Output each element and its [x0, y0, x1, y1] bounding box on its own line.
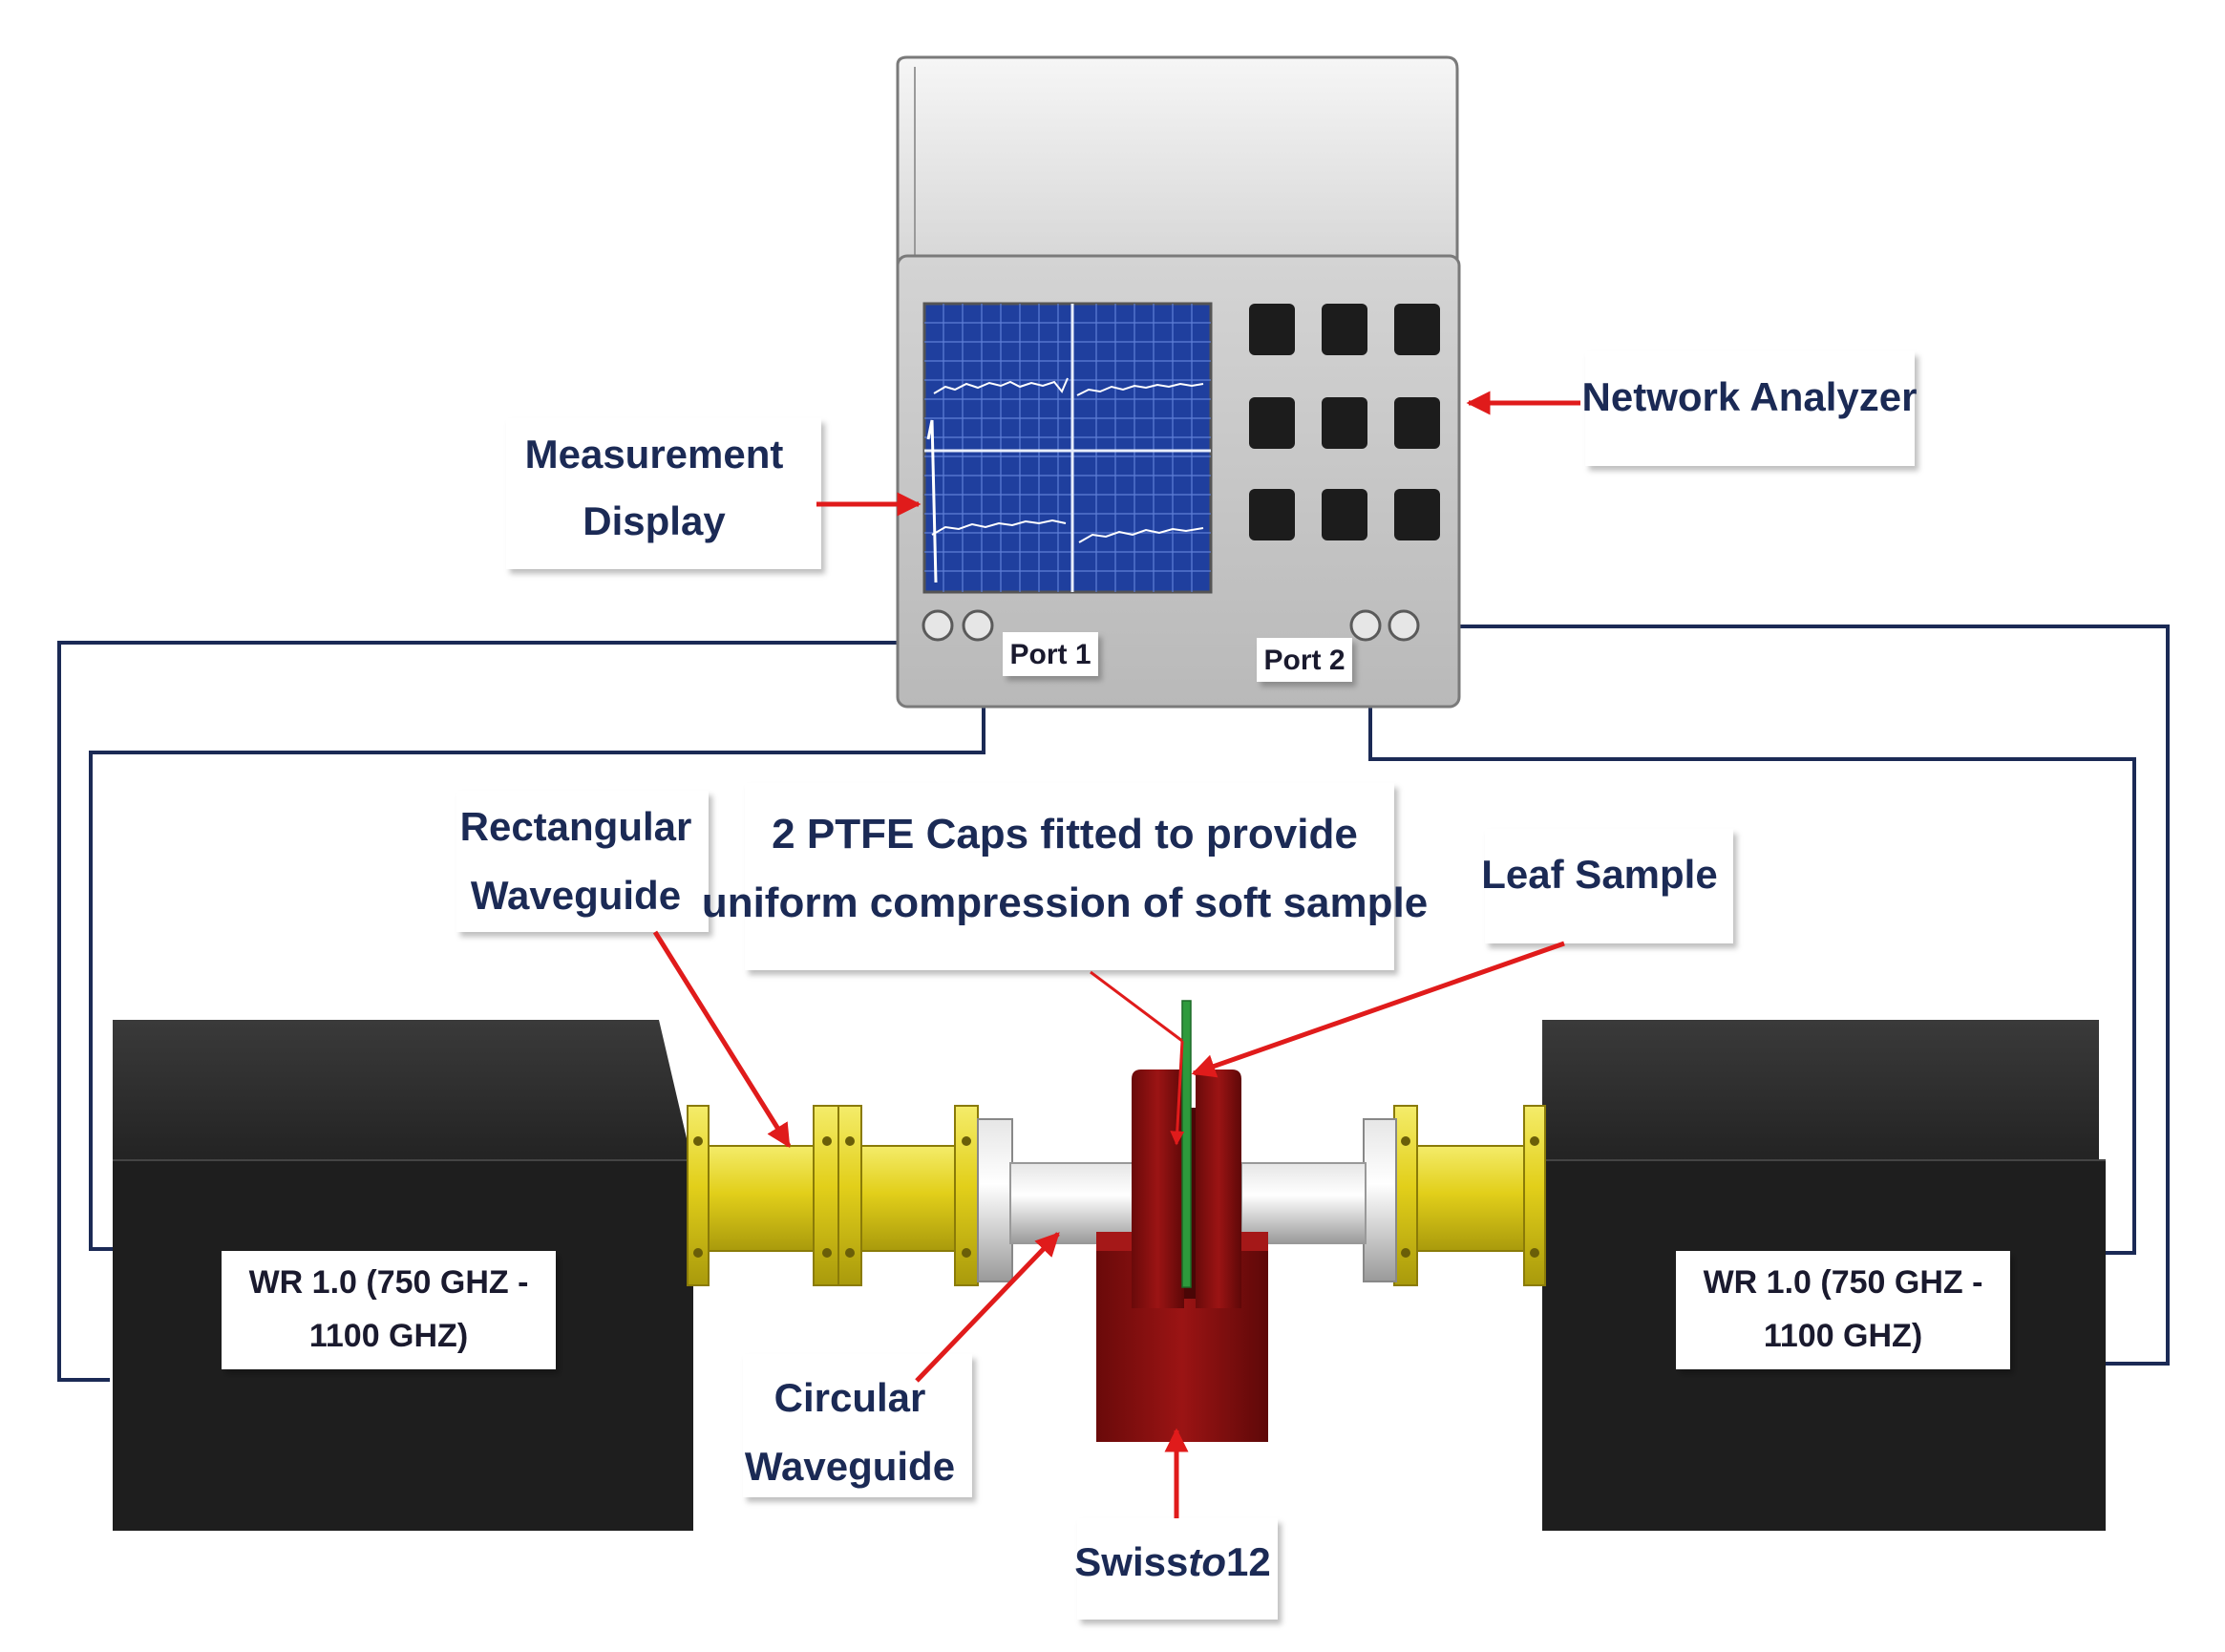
- arrow-rectangular-waveguide: [652, 930, 792, 1149]
- circular-waveguide-label-line2: Waveguide: [745, 1444, 955, 1489]
- key-button[interactable]: [1322, 304, 1367, 355]
- leaf-sample-label: Leaf Sample: [1481, 852, 1717, 897]
- analyzer-keypad: [1249, 304, 1440, 540]
- right-rectangular-waveguide: [1393, 1105, 1546, 1286]
- arrow-ptfe-caps: [1090, 970, 1183, 1043]
- rectangular-waveguide-label-line2: Waveguide: [471, 873, 681, 918]
- arrow-leaf-sample: [1191, 941, 1565, 1078]
- cable-right-inner: [1368, 642, 2136, 1255]
- left-frequency-extender-module: WR 1.0 (750 GHZ - 1100 GHZ): [113, 1020, 693, 1531]
- key-button[interactable]: [1249, 489, 1295, 540]
- ptfe-caps-label-line1: 2 PTFE Caps fitted to provide: [772, 811, 1358, 858]
- ptfe-bold: 2 PTFE: [772, 811, 914, 858]
- arrow-ptfe-caps-down: [1170, 1040, 1185, 1146]
- port2-connector-b[interactable]: [1388, 609, 1420, 642]
- label-measurement-display: Measurement Display: [506, 418, 821, 569]
- port1-label: Port 1: [1009, 639, 1091, 670]
- measurement-display-screen: [922, 302, 1213, 594]
- rectangular-waveguide-label-line1: Rectangular: [460, 804, 692, 849]
- key-button[interactable]: [1394, 304, 1440, 355]
- port1-connector-b[interactable]: [962, 609, 994, 642]
- swissto12-part2: to: [1188, 1539, 1226, 1584]
- port-connectors: [922, 609, 1420, 642]
- port2-connector-a[interactable]: [1349, 609, 1382, 642]
- measurement-display-label-line1: Measurement: [525, 432, 784, 477]
- cable-left-inner: [89, 635, 985, 1251]
- arrow-circular-waveguide: [915, 1232, 1060, 1383]
- swissto12-part1: Swiss: [1074, 1539, 1188, 1584]
- cable-left-outer: [57, 641, 936, 1382]
- label-ptfe-caps: 2 PTFE Caps fitted to provide uniform co…: [702, 783, 1428, 970]
- port1-connector-a[interactable]: [922, 609, 954, 642]
- right-frequency-extender-module: WR 1.0 (750 GHZ - 1100 GHZ): [1542, 1020, 2106, 1531]
- right-module-label-line1: WR 1.0 (750 GHZ -: [1704, 1264, 1983, 1301]
- label-leaf-sample: Leaf Sample: [1481, 829, 1733, 943]
- leaf-sample: [1181, 1000, 1192, 1288]
- network-analyzer: Port 1 Port 2: [896, 55, 1461, 709]
- left-module-label-line2: 1100 GHZ): [309, 1318, 468, 1354]
- key-button[interactable]: [1322, 397, 1367, 449]
- key-button[interactable]: [1394, 489, 1440, 540]
- key-button[interactable]: [1394, 397, 1440, 449]
- key-button[interactable]: [1249, 304, 1295, 355]
- left-rectangular-waveguide: [687, 1105, 979, 1286]
- measurement-display-label-line2: Display: [583, 498, 726, 543]
- right-circular-waveguide: [1240, 1118, 1397, 1282]
- circular-waveguide-label-line1: Circular: [774, 1375, 926, 1420]
- label-network-analyzer: Network Analyzer: [1582, 351, 1918, 466]
- label-circular-waveguide: Circular Waveguide: [743, 1354, 972, 1497]
- port2-label: Port 2: [1263, 645, 1345, 676]
- cables: [57, 625, 2170, 1382]
- swissto12-label: Swissto12: [1074, 1539, 1270, 1584]
- cable-right-outer: [1404, 625, 2170, 1366]
- key-button[interactable]: [1249, 397, 1295, 449]
- pointer-arrows: [652, 391, 1580, 1518]
- swissto12-part3: 12: [1226, 1539, 1271, 1584]
- right-module-label-line2: 1100 GHZ): [1764, 1318, 1922, 1354]
- ptfe-caps-label-line2: uniform compression of soft sample: [702, 879, 1428, 926]
- key-button[interactable]: [1322, 489, 1367, 540]
- left-module-label-line1: WR 1.0 (750 GHZ -: [249, 1264, 529, 1301]
- left-module-label-box: [222, 1251, 556, 1369]
- right-module-label-box: [1676, 1251, 2010, 1369]
- label-rectangular-waveguide: Rectangular Waveguide: [456, 791, 709, 932]
- ptfe-rest: Caps fitted to provide: [926, 811, 1358, 858]
- analyzer-top-body: [896, 55, 1459, 269]
- network-analyzer-label: Network Analyzer: [1582, 374, 1918, 419]
- label-swissto12: Swissto12: [1074, 1518, 1278, 1620]
